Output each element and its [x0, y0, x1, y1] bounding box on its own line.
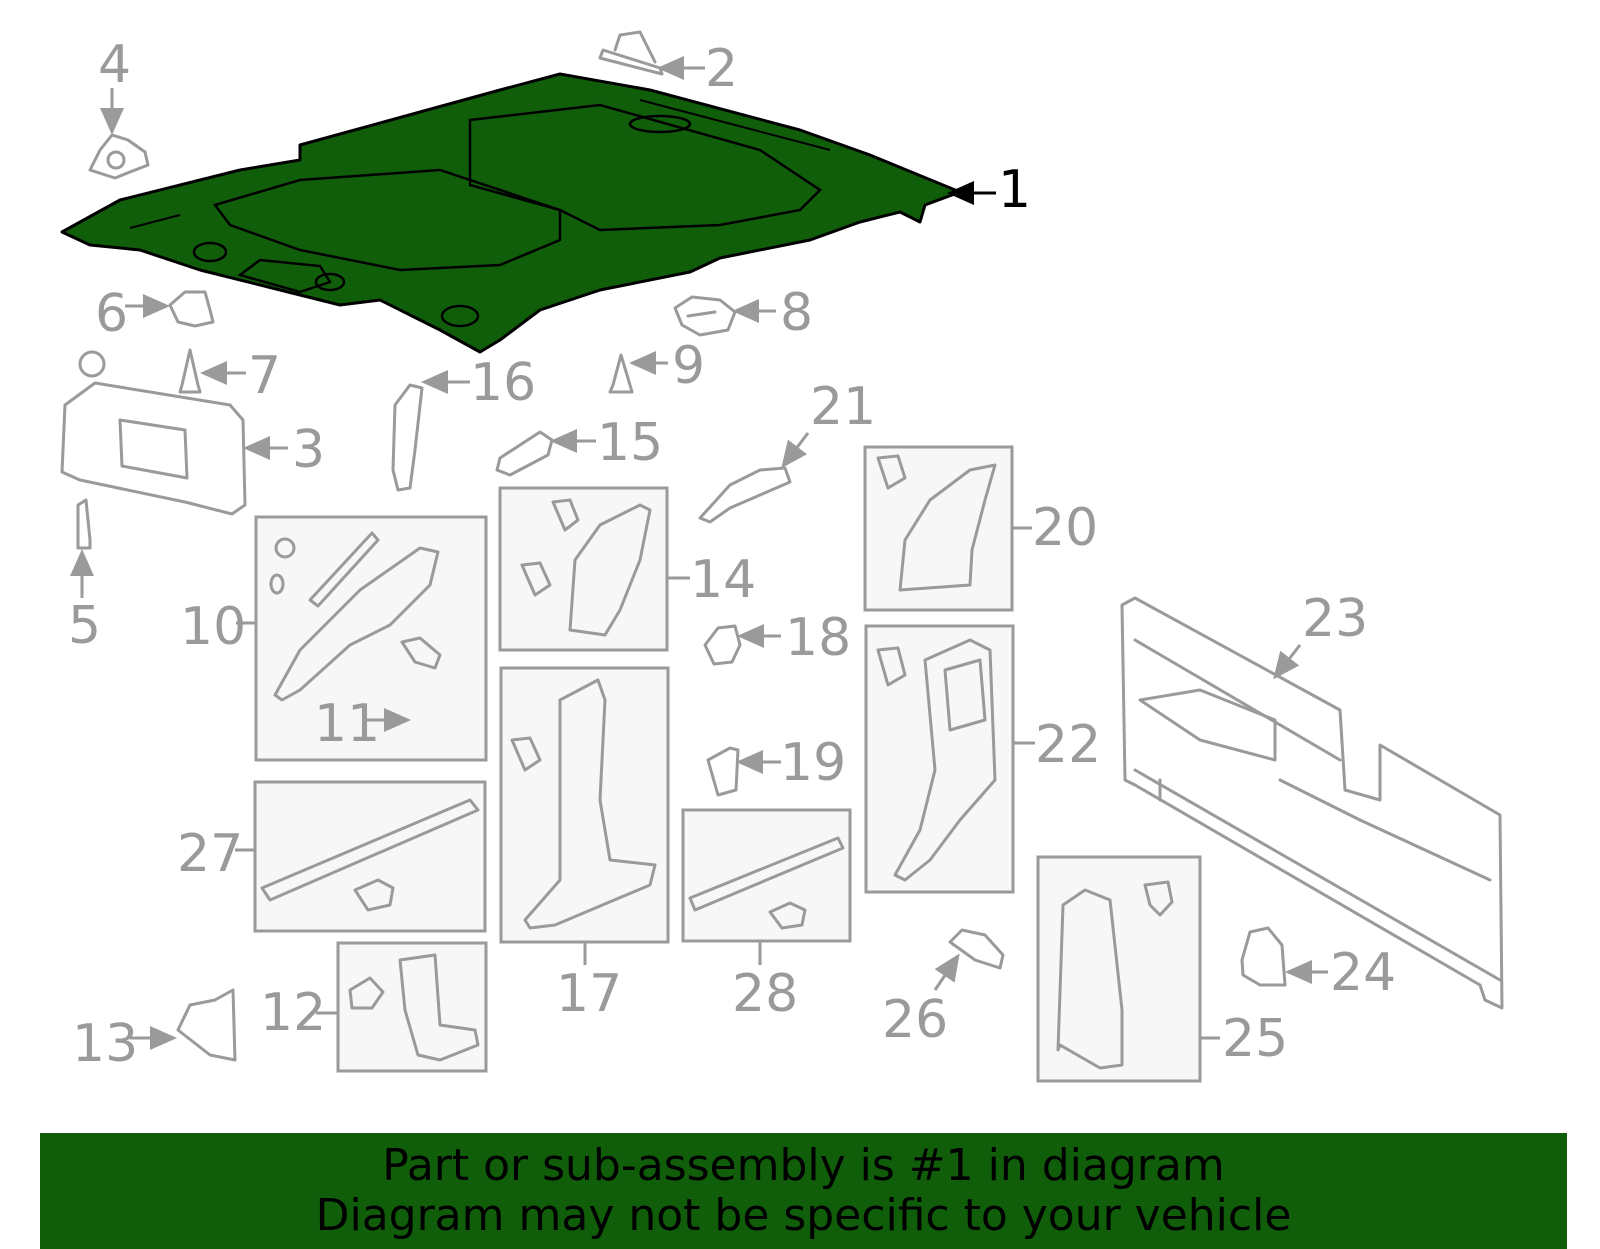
- headliner-part[interactable]: [60, 72, 962, 354]
- group-box-28: [681, 808, 852, 943]
- sun-visor-part-3[interactable]: [60, 350, 247, 516]
- callout-23: 23: [1302, 589, 1368, 649]
- callout-27: 27: [177, 824, 243, 884]
- rear-panel-part-23[interactable]: [1120, 596, 1504, 1010]
- callout-2: 2: [705, 39, 738, 99]
- trim-part-21[interactable]: [698, 466, 792, 524]
- callout-7: 7: [248, 346, 281, 406]
- panel-part-13[interactable]: [176, 988, 237, 1062]
- group-box-12: [336, 941, 488, 1073]
- callout-15: 15: [597, 413, 663, 473]
- callout-11: 11: [314, 694, 380, 754]
- bracket-part-16[interactable]: [391, 383, 424, 492]
- callout-8: 8: [780, 283, 813, 343]
- callout-13: 13: [72, 1014, 138, 1074]
- bracket-part-8[interactable]: [673, 295, 737, 337]
- callout-16: 16: [470, 353, 536, 413]
- handle-part-15[interactable]: [495, 430, 554, 477]
- cap-part-18[interactable]: [703, 624, 742, 666]
- callout-5: 5: [68, 596, 101, 656]
- callout-25: 25: [1222, 1009, 1288, 1069]
- callout-4: 4: [98, 35, 131, 95]
- callout-17: 17: [556, 964, 622, 1024]
- callout-28: 28: [732, 964, 798, 1024]
- pin-part-9[interactable]: [608, 353, 634, 394]
- group-box-27: [253, 780, 487, 933]
- screw-part-5[interactable]: [76, 498, 92, 550]
- group-box-25: [1036, 855, 1202, 1083]
- info-banner: Part or sub-assembly is #1 in diagram Di…: [40, 1133, 1567, 1249]
- banner-line-2: Diagram may not be specific to your vehi…: [315, 1190, 1292, 1241]
- clip-part-19[interactable]: [706, 746, 740, 797]
- callout-labels: 1 2 4 6 7 8 9 3 16 15 21 5 10 14 18 20 2…: [68, 35, 1396, 1074]
- cap-part-24[interactable]: [1240, 926, 1287, 987]
- handle-part-26[interactable]: [948, 928, 1005, 970]
- callout-20: 20: [1032, 498, 1098, 558]
- callout-12: 12: [260, 983, 326, 1043]
- callout-18: 18: [785, 608, 851, 668]
- callout-6: 6: [95, 284, 128, 344]
- cap-part-6[interactable]: [168, 290, 215, 328]
- pin-part-7[interactable]: [178, 348, 202, 394]
- group-box-14: [498, 486, 669, 652]
- callout-22: 22: [1035, 715, 1101, 775]
- callout-24: 24: [1330, 943, 1396, 1003]
- callout-21: 21: [810, 377, 876, 437]
- hook-part-4[interactable]: [88, 133, 150, 180]
- leader-lines: [70, 56, 1328, 1050]
- group-box-17: [499, 666, 670, 944]
- callout-9: 9: [672, 336, 705, 396]
- callout-1: 1: [998, 160, 1031, 220]
- clip-part-2[interactable]: [598, 30, 664, 76]
- banner-line-1: Part or sub-assembly is #1 in diagram: [382, 1140, 1225, 1191]
- callout-26: 26: [882, 990, 948, 1050]
- callout-3: 3: [292, 420, 325, 480]
- callout-10: 10: [180, 597, 246, 657]
- callout-19: 19: [780, 733, 846, 793]
- group-box-20: [863, 445, 1014, 612]
- group-box-22: [864, 624, 1015, 894]
- callout-14: 14: [690, 550, 756, 610]
